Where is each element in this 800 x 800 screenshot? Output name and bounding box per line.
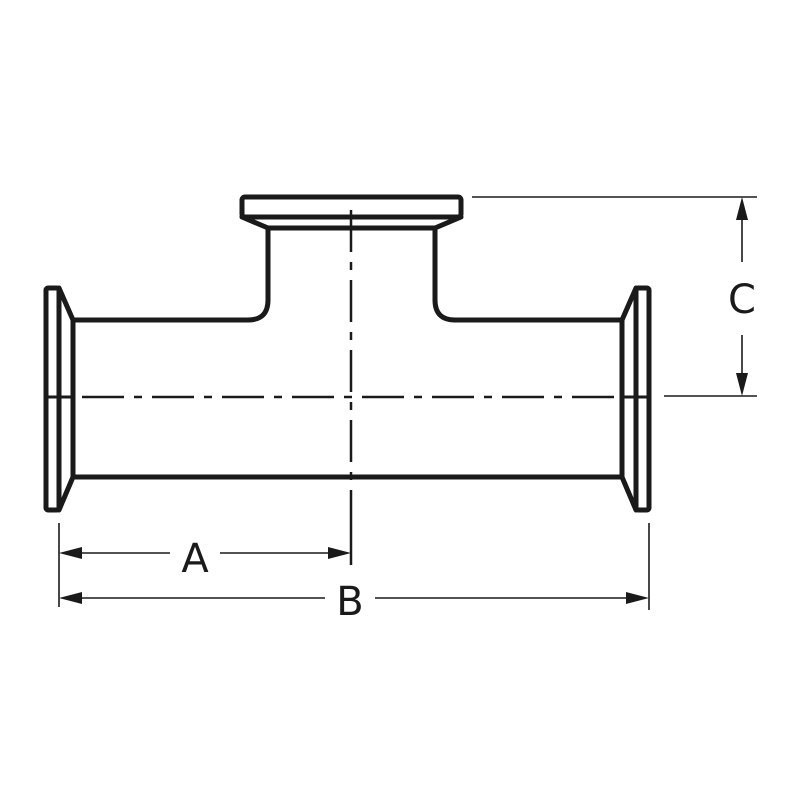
arrow-up-icon — [736, 197, 748, 220]
dimension-c: C — [728, 197, 756, 396]
right-flange — [619, 285, 652, 513]
dimension-label-c: C — [728, 277, 756, 323]
tee-body — [70, 225, 625, 480]
arrow-left-icon — [59, 592, 82, 604]
dimension-label-b: B — [336, 579, 363, 625]
left-flange — [43, 285, 76, 513]
dimension-b: B — [59, 579, 649, 625]
dimension-label-a: A — [181, 536, 209, 582]
arrow-right-icon — [626, 592, 649, 604]
dimension-a: A — [59, 536, 351, 582]
arrow-down-icon — [736, 373, 748, 396]
arrow-left-icon — [59, 547, 82, 559]
arrow-right-icon — [328, 547, 351, 559]
extension-lines — [58, 196, 757, 610]
centerlines — [82, 210, 614, 530]
